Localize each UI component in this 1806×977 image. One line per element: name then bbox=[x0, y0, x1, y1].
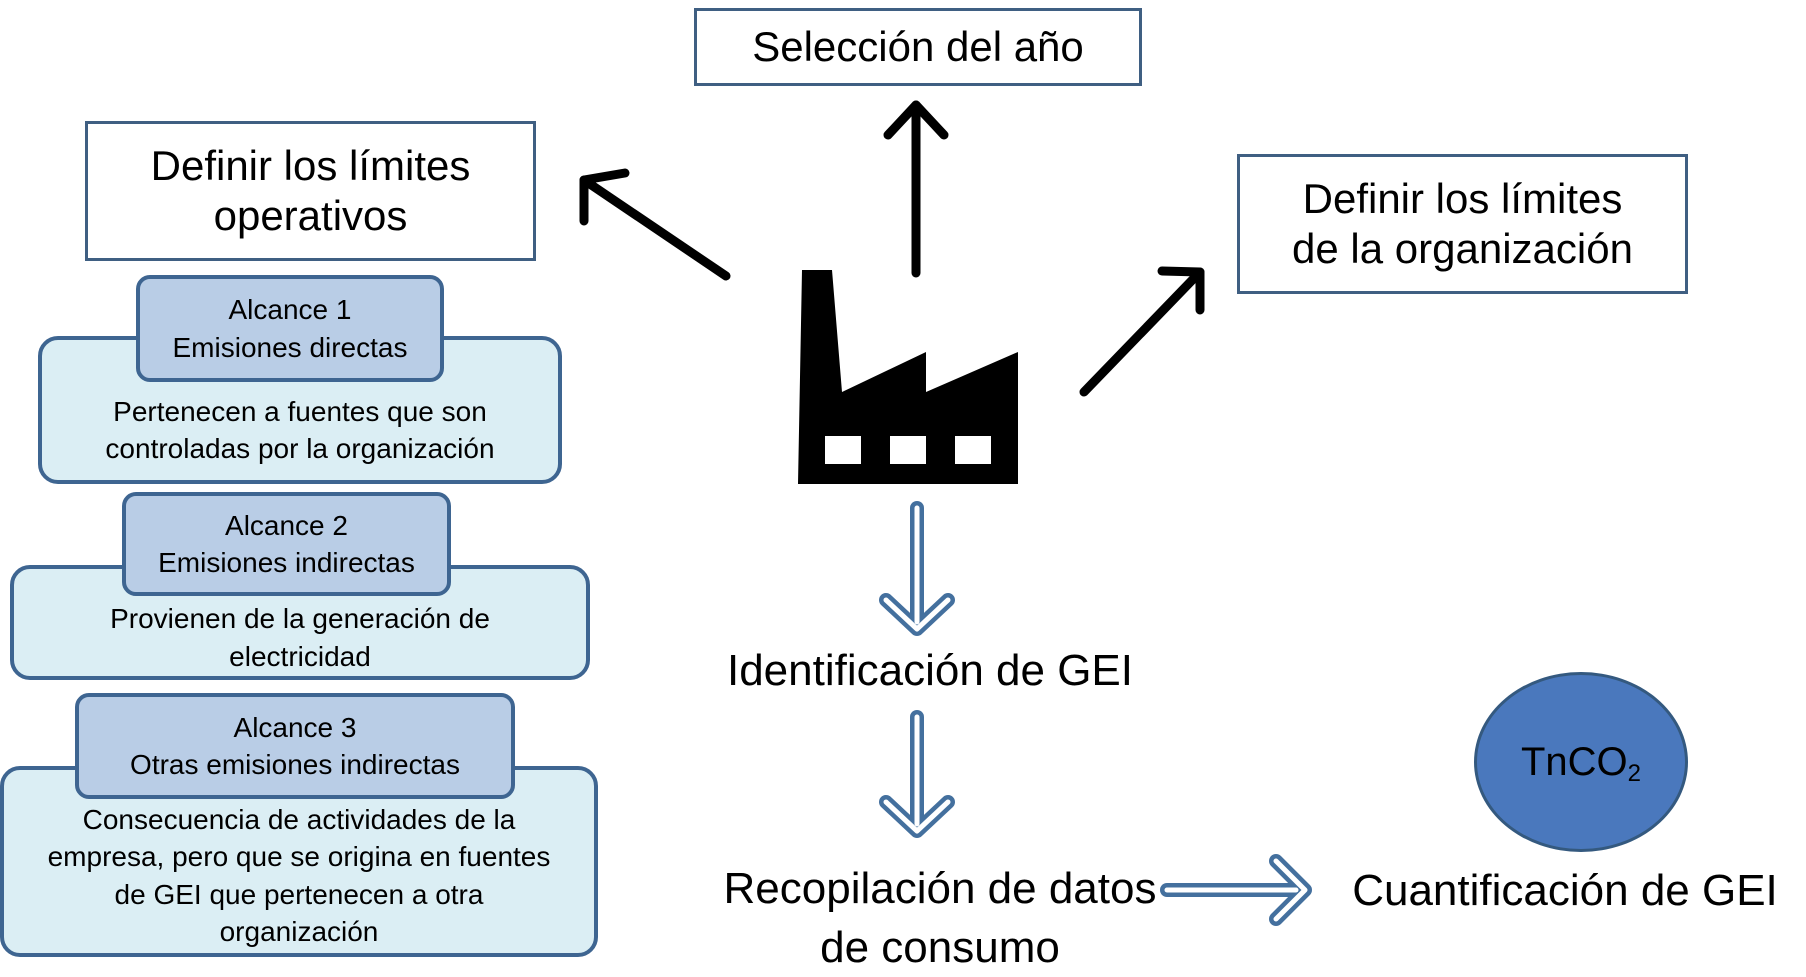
operational-limits-box: Definir los límites operativos bbox=[85, 121, 536, 261]
year-selection-label: Selección del año bbox=[752, 23, 1084, 71]
organization-limits-box: Definir los límites de la organización bbox=[1237, 154, 1688, 294]
scope-3-header: Alcance 3 Otras emisiones indirectas bbox=[75, 693, 515, 799]
up-left-arrow-icon bbox=[579, 168, 731, 281]
ghg-identification-label: Identificación de GEI bbox=[726, 646, 1133, 695]
operational-limits-label: Definir los límites operativos bbox=[150, 142, 471, 239]
up-arrow-icon bbox=[883, 100, 949, 278]
down-arrow-icon bbox=[879, 501, 955, 636]
scope-2-title: Alcance 2 Emisiones indirectas bbox=[158, 509, 415, 578]
ghg-quantification-label: Cuantificación de GEI bbox=[1352, 866, 1778, 915]
year-selection-box: Selección del año bbox=[694, 8, 1142, 86]
scope-1-description: Pertenecen a fuentes que son controladas… bbox=[105, 395, 495, 464]
tnco2-ellipse: TnCO2 bbox=[1474, 672, 1688, 852]
organization-limits-label: Definir los límites de la organización bbox=[1292, 175, 1633, 272]
factory-icon bbox=[798, 270, 1018, 484]
scope-3-title: Alcance 3 Otras emisiones indirectas bbox=[130, 711, 460, 780]
scope-2-description: Provienen de la generación de electricid… bbox=[110, 603, 490, 672]
scope-2-header: Alcance 2 Emisiones indirectas bbox=[122, 492, 451, 596]
tnco2-label: TnCO2 bbox=[1520, 739, 1642, 787]
scope-1-title: Alcance 1 Emisiones directas bbox=[172, 294, 408, 363]
up-right-arrow-icon bbox=[1079, 266, 1205, 397]
down-arrow-icon bbox=[879, 710, 955, 838]
scope-1-header: Alcance 1 Emisiones directas bbox=[136, 275, 444, 382]
diagram-graphics bbox=[579, 100, 1312, 926]
scope-1-description-box: Pertenecen a fuentes que son controladas… bbox=[38, 336, 562, 484]
right-arrow-icon bbox=[1160, 854, 1312, 926]
scope-3-description: Consecuencia de actividades de la empres… bbox=[47, 804, 551, 947]
